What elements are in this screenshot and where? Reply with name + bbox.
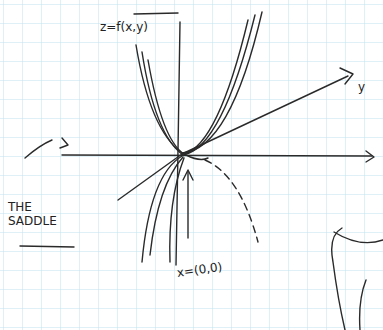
axis-arrowhead [60,138,68,148]
x-axis [62,155,372,156]
saddle-corner [332,228,345,330]
parabola-up [136,12,262,153]
z-axis [176,22,180,265]
parabola-down [170,158,184,262]
pointer-arrowhead [183,170,193,180]
sketch-label: THE SADDLE [8,200,70,229]
parabola-up [148,20,248,154]
saddle-corner [334,232,383,243]
dashed-curve [205,160,258,242]
y-axis-back [118,154,182,200]
pointer-arrow [187,172,188,238]
axis-arrowhead [340,68,353,84]
curve-tip [186,155,208,159]
parabola-down [142,156,182,262]
sketch-label: y [358,80,365,94]
parabola-down [150,157,183,255]
axis-arrowhead [366,151,374,162]
overline [134,13,178,14]
sketch-label: z=f(x,y) [100,20,148,34]
underline [20,246,74,247]
axis-hook [25,140,52,158]
saddle-corner [360,280,366,330]
parabola-up [142,15,255,155]
